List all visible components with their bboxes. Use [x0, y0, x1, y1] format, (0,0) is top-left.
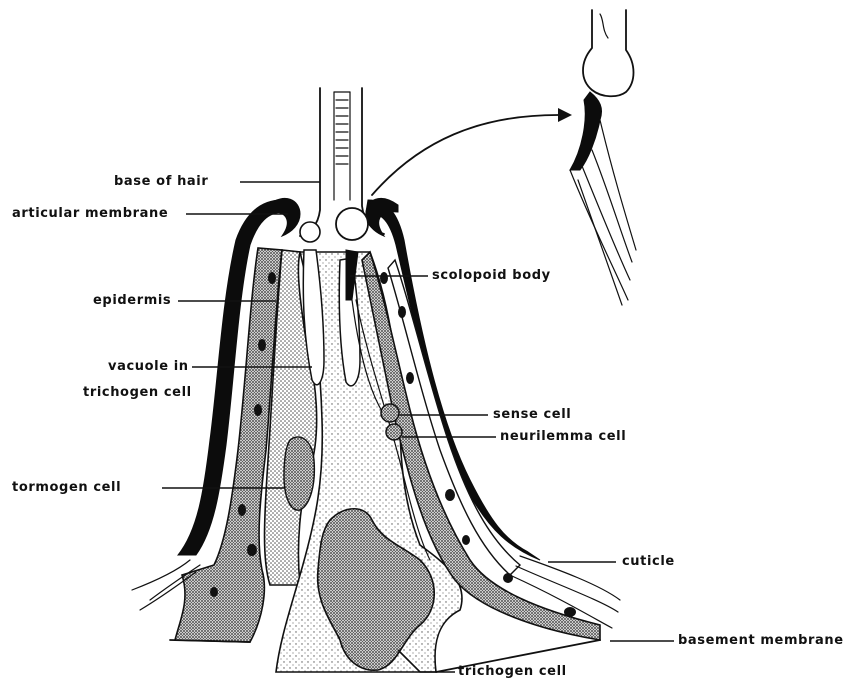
label-epidermis: epidermis — [93, 292, 171, 310]
label-tormogen-cell: tormogen cell — [12, 479, 121, 497]
label-neurilemma-cell: neurilemma cell — [500, 428, 626, 446]
label-articular-membrane: articular membrane — [12, 205, 168, 223]
label-cuticle: cuticle — [622, 553, 675, 571]
label-vacuole-line1: vacuole in — [108, 358, 189, 376]
label-basement-membrane: basement membrane — [678, 632, 844, 650]
articular-sockets — [268, 198, 398, 242]
inset-detail — [570, 10, 636, 305]
label-base-of-hair: base of hair — [114, 173, 208, 191]
label-trichogen-cell: trichogen cell — [458, 663, 567, 681]
label-scolopoid-body: scolopoid body — [432, 267, 551, 285]
magnification-arrow — [372, 108, 572, 195]
label-sense-cell: sense cell — [493, 406, 571, 424]
label-vacuole-line2: trichogen cell — [83, 384, 192, 402]
